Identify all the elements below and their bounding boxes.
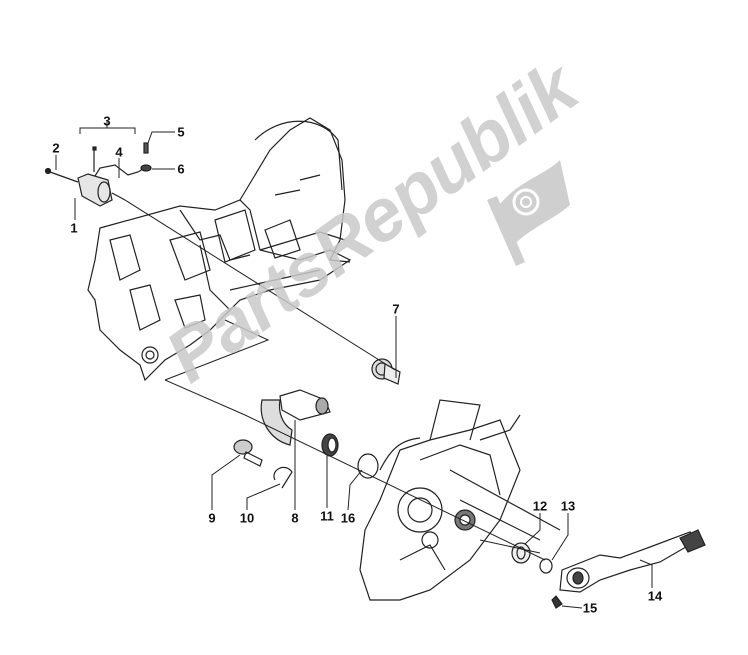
callout-14[interactable]: 14 <box>647 588 663 604</box>
callout-9[interactable]: 9 <box>208 510 216 526</box>
kick-starter-parts <box>233 389 379 489</box>
callout-3[interactable]: 3 <box>103 113 111 129</box>
callout-10[interactable]: 10 <box>239 510 255 526</box>
callout-1[interactable]: 1 <box>70 220 78 236</box>
callout-11[interactable]: 11 <box>320 508 334 524</box>
callout-4[interactable]: 4 <box>115 144 123 160</box>
callout-8[interactable]: 8 <box>291 510 299 526</box>
starter-motor <box>44 142 152 207</box>
crankcase-cover-right <box>359 399 561 601</box>
crankcase-left <box>87 117 352 382</box>
watermark-logo-icon <box>487 160 570 266</box>
assembly-axis-lines <box>124 199 546 561</box>
starter-gear <box>371 358 401 385</box>
callout-7[interactable]: 7 <box>392 301 400 317</box>
kick-lever-assembly <box>511 529 706 609</box>
callout-2[interactable]: 2 <box>52 140 60 156</box>
callout-16[interactable]: 16 <box>340 510 356 526</box>
callout-13[interactable]: 13 <box>560 498 576 514</box>
callout-6[interactable]: 6 <box>177 161 185 177</box>
callout-5[interactable]: 5 <box>177 124 185 140</box>
callout-12[interactable]: 12 <box>532 498 548 514</box>
leader-lines <box>55 122 653 609</box>
callout-15[interactable]: 15 <box>582 600 598 616</box>
